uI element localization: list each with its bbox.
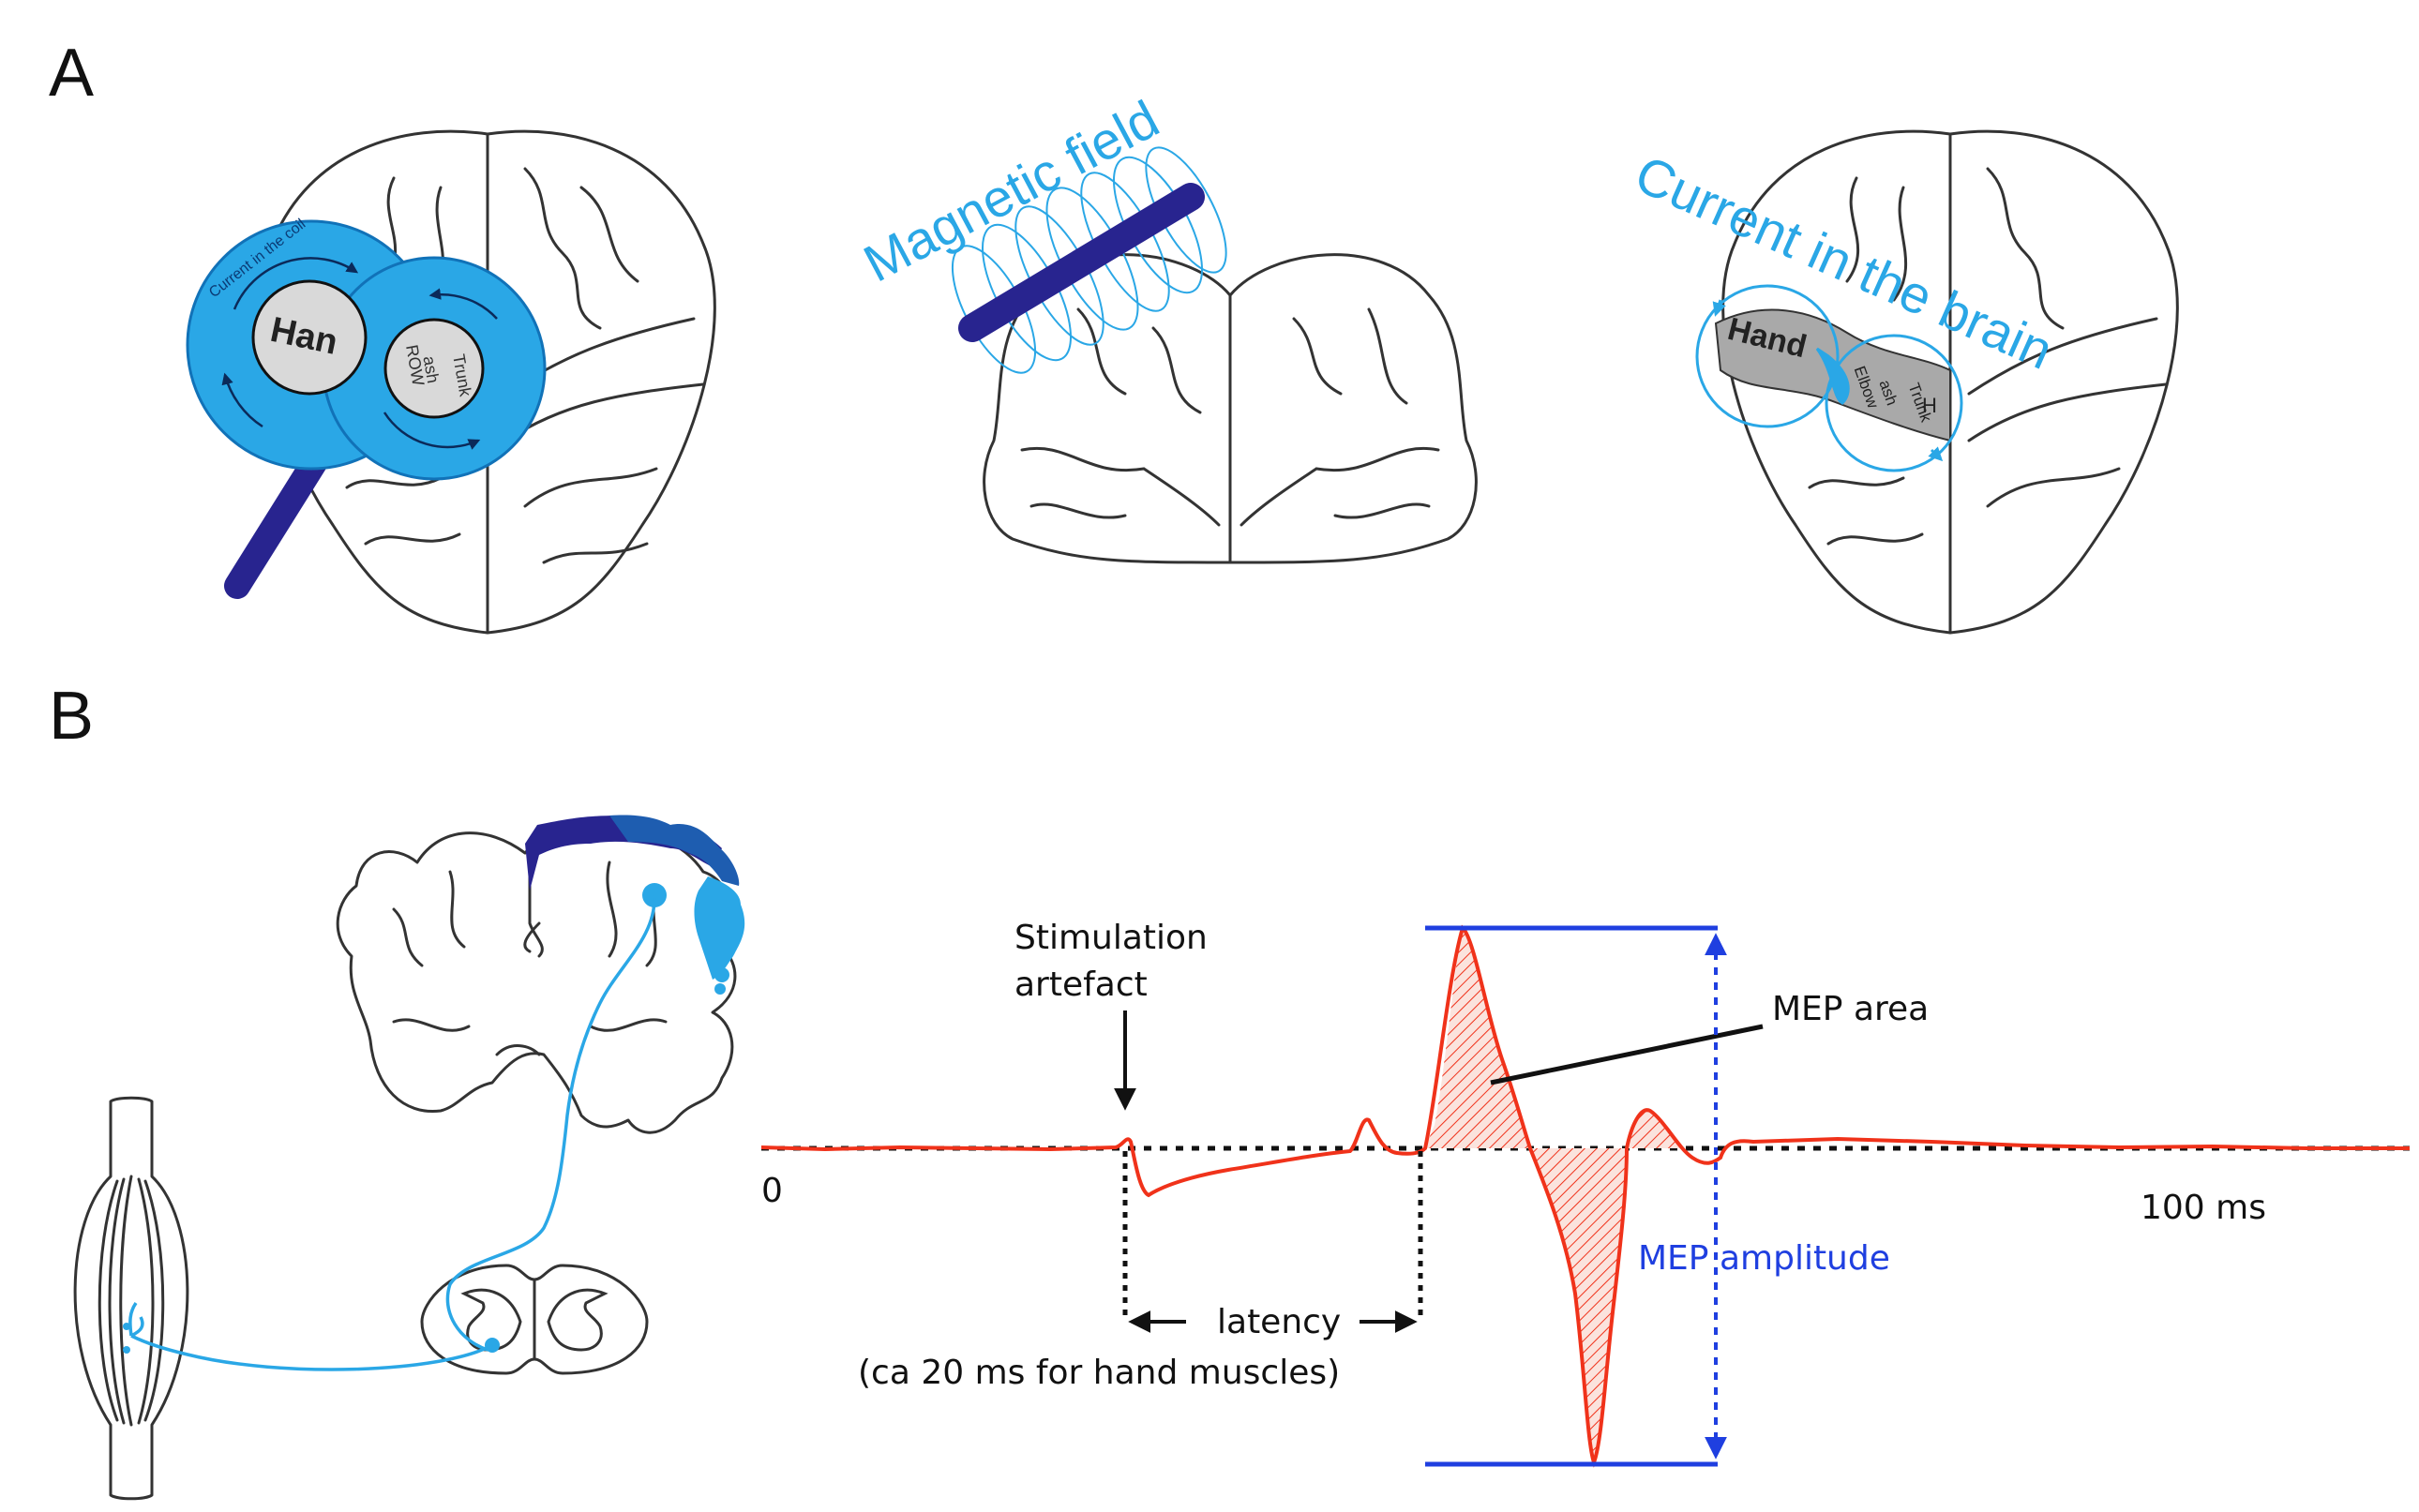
- muscle-diagram: [73, 1096, 189, 1501]
- mep-area-fill-positive: [1425, 928, 1530, 1148]
- x-axis-end: 100 ms: [2141, 1189, 2266, 1227]
- latency-label: latency: [1217, 1303, 1341, 1341]
- brain-coronal-view-middle: [983, 253, 1478, 564]
- panel-label-b: B: [49, 679, 94, 754]
- coil-window-right: [383, 318, 485, 419]
- figure-eight-coil: Current in the coil Han ROW ash Trunk: [186, 217, 547, 599]
- coronal-brain-section: [336, 815, 745, 1134]
- mep-area-label: MEP area: [1772, 990, 1929, 1028]
- stimulation-artefact-label-1: Stimulation: [1014, 919, 1208, 957]
- induced-current-loops: [1695, 284, 1963, 472]
- mep-area-pointer: [1490, 1024, 1764, 1085]
- coil-window-left: [251, 279, 368, 396]
- brain-homunculus-h: H: [1922, 394, 1937, 417]
- mep-amplitude-label: MEP amplitude: [1638, 1239, 1890, 1278]
- latency-note: (ca 20 ms for hand muscles): [858, 1354, 1340, 1392]
- stimulation-artefact-label-2: artefact: [1014, 966, 1148, 1004]
- mep-area-fill-late: [1627, 1110, 1683, 1148]
- corticospinal-pathway: [123, 883, 667, 1371]
- coil-homunculus-ash: ash: [419, 354, 443, 384]
- panel-label-a: A: [49, 36, 94, 111]
- mep-trace-plot: 0 100 ms Stimulation artefact MEP area M…: [760, 919, 2410, 1468]
- coil-side-view: [958, 183, 1205, 342]
- x-axis-zero: 0: [761, 1172, 783, 1210]
- emg-trace-line: [760, 924, 2410, 1468]
